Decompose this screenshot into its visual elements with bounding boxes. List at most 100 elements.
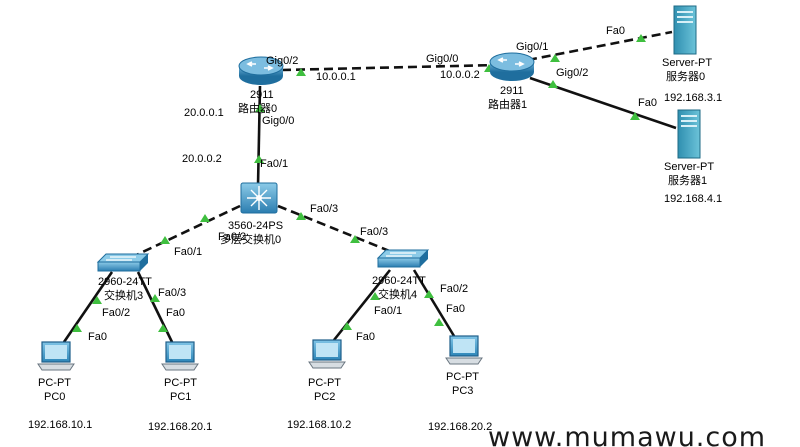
pc0-model: PC-PT bbox=[38, 377, 71, 389]
link-router1-server0[interactable] bbox=[527, 30, 673, 62]
ip-label: 20.0.0.1 bbox=[184, 107, 224, 119]
link-switch0-switch3[interactable] bbox=[129, 204, 241, 260]
status-up-icon bbox=[296, 68, 306, 76]
ip-label: 10.0.0.1 bbox=[316, 71, 356, 83]
port-label: Gig0/0 bbox=[262, 115, 294, 127]
pc0-ip: 192.168.10.1 bbox=[28, 419, 92, 431]
pc1-model: PC-PT bbox=[164, 377, 197, 389]
pc1-ip: 192.168.20.1 bbox=[148, 421, 212, 433]
watermark: www.mumawu.com bbox=[488, 422, 766, 447]
switch0-name: 多层交换机0 bbox=[220, 232, 281, 246]
status-up-icon bbox=[296, 212, 306, 220]
link-switch4-pc3[interactable] bbox=[412, 269, 456, 337]
router1-model: 2911 bbox=[500, 85, 524, 97]
router-icon bbox=[489, 52, 535, 81]
pc0[interactable]: PC-PT PC0 192.168.10.1 bbox=[28, 341, 92, 431]
port-label: Fa0/3 bbox=[158, 287, 186, 299]
switch0[interactable]: 3560-24PS 多层交换机0 bbox=[220, 182, 283, 246]
status-up-icon bbox=[434, 318, 444, 326]
pc3[interactable]: PC-PT PC3 192.168.20.2 bbox=[428, 335, 492, 433]
port-label: Fa0/2 bbox=[218, 231, 246, 243]
router1[interactable]: 2911 路由器1 bbox=[488, 52, 535, 111]
server0-name: 服务器0 bbox=[666, 70, 705, 83]
pc3-name: PC3 bbox=[452, 385, 473, 397]
port-label: Fa0 bbox=[446, 303, 465, 315]
port-label: Fa0 bbox=[638, 97, 657, 109]
switch4-model: 2960-24TT bbox=[372, 275, 426, 287]
multilayer-switch-icon bbox=[240, 182, 278, 214]
switch3-model: 2960-24TT bbox=[98, 276, 152, 288]
router0-name: 路由器0 bbox=[238, 101, 277, 115]
pc0-name: PC0 bbox=[44, 391, 65, 403]
port-label: Fa0/2 bbox=[440, 283, 468, 295]
port-label: Fa0 bbox=[606, 25, 625, 37]
port-label: Fa0/3 bbox=[360, 226, 388, 238]
port-label: Fa0/3 bbox=[310, 203, 338, 215]
pc1-name: PC1 bbox=[170, 391, 191, 403]
server0[interactable]: Server-PT 服务器0 192.168.3.1 bbox=[662, 5, 722, 104]
status-up-icon bbox=[72, 324, 82, 332]
switch4[interactable]: 2960-24TT 交换机4 bbox=[372, 249, 430, 301]
server-icon bbox=[677, 109, 701, 159]
status-up-icon bbox=[636, 34, 646, 42]
switch4-name: 交换机4 bbox=[378, 287, 417, 301]
switch3-name: 交换机3 bbox=[104, 288, 143, 302]
server1-name: 服务器1 bbox=[668, 174, 707, 187]
port-label: Fa0/2 bbox=[102, 307, 130, 319]
router0-model: 2911 bbox=[250, 89, 274, 101]
pc2-model: PC-PT bbox=[308, 377, 341, 389]
port-label: Gig0/1 bbox=[516, 41, 548, 53]
server0-model: Server-PT bbox=[662, 57, 712, 69]
port-label: Gig0/2 bbox=[266, 55, 298, 67]
pc-icon bbox=[37, 341, 75, 371]
port-label: Gig0/0 bbox=[426, 53, 458, 65]
status-up-icon bbox=[630, 112, 640, 120]
status-up-icon bbox=[254, 155, 264, 163]
switch3[interactable]: 2960-24TT 交换机3 bbox=[96, 253, 152, 302]
port-labels: Gig0/2 Gig0/0 Gig0/1 Gig0/2 Fa0 Fa0 Gig0… bbox=[88, 25, 657, 343]
links bbox=[62, 30, 677, 343]
router-icon bbox=[238, 56, 284, 85]
pc2[interactable]: PC-PT PC2 192.168.10.2 bbox=[287, 339, 351, 431]
switch0-model: 3560-24PS bbox=[228, 220, 283, 232]
server1-ip: 192.168.4.1 bbox=[664, 193, 722, 205]
status-up-icon bbox=[255, 104, 265, 112]
pc3-model: PC-PT bbox=[446, 371, 479, 383]
pc2-name: PC2 bbox=[314, 391, 335, 403]
pc-icon bbox=[308, 339, 346, 369]
status-up-icon bbox=[150, 294, 160, 302]
router1-name: 路由器1 bbox=[488, 97, 527, 111]
status-up-icon bbox=[92, 296, 102, 304]
port-label: Fa0/1 bbox=[374, 305, 402, 317]
server1-model: Server-PT bbox=[664, 161, 714, 173]
status-up-icon bbox=[424, 290, 434, 298]
status-up-icon bbox=[158, 324, 168, 332]
server0-ip: 192.168.3.1 bbox=[664, 92, 722, 104]
switch-icon bbox=[96, 253, 150, 272]
link-router0-switch0[interactable] bbox=[256, 85, 262, 187]
status-up-icon bbox=[350, 235, 360, 243]
server-icon bbox=[673, 5, 697, 55]
port-label: Fa0 bbox=[166, 307, 185, 319]
status-up-icon bbox=[370, 292, 380, 300]
ip-label: 10.0.0.2 bbox=[440, 69, 480, 81]
port-label: Fa0 bbox=[88, 331, 107, 343]
status-up-icon bbox=[160, 236, 170, 244]
server1[interactable]: Server-PT 服务器1 192.168.4.1 bbox=[664, 109, 722, 205]
link-switch0-switch4[interactable] bbox=[277, 204, 393, 254]
ip-label: 20.0.0.2 bbox=[182, 153, 222, 165]
status-up-icon bbox=[342, 322, 352, 330]
pc3-ip: 192.168.20.2 bbox=[428, 421, 492, 433]
status-up-icon bbox=[548, 80, 558, 88]
ip-labels: 10.0.0.1 10.0.0.2 20.0.0.1 20.0.0.2 bbox=[182, 69, 480, 165]
link-switch3-pc0[interactable] bbox=[62, 271, 114, 343]
status-up-icon bbox=[550, 54, 560, 62]
link-router0-router1[interactable] bbox=[281, 63, 499, 72]
port-label: Fa0/1 bbox=[174, 246, 202, 258]
pc1[interactable]: PC-PT PC1 192.168.20.1 bbox=[148, 341, 212, 433]
pc-icon bbox=[161, 341, 199, 371]
router0[interactable]: 2911 路由器0 bbox=[238, 56, 284, 115]
pc-icon bbox=[445, 335, 483, 365]
port-label: Fa0 bbox=[356, 331, 375, 343]
